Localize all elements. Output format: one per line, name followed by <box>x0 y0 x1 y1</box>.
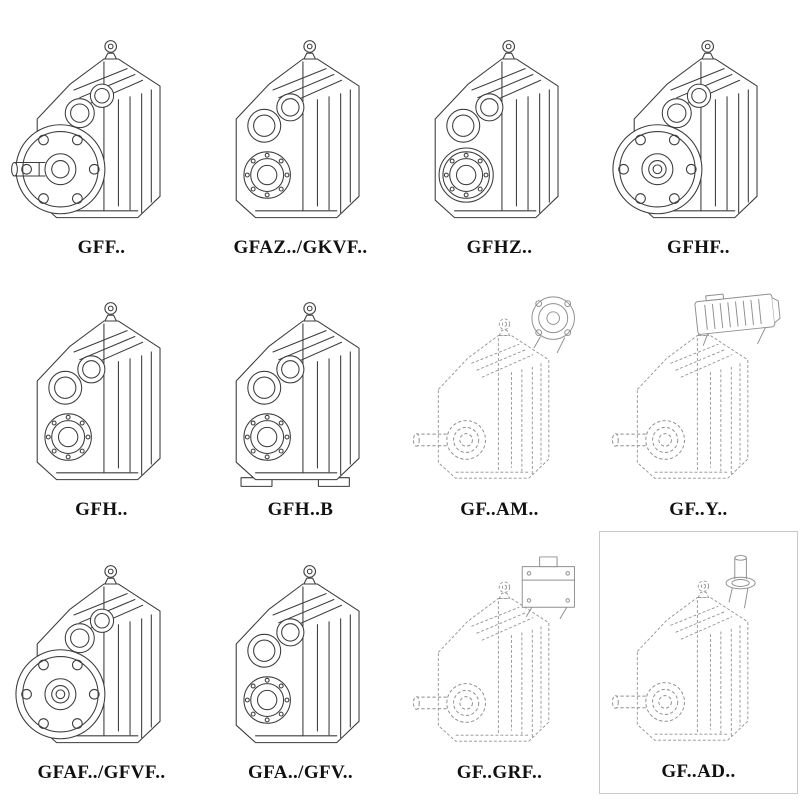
catalog-cell-gfaf-gfvf: GFAF../GFVF.. <box>2 531 201 794</box>
gearbox-flange-hollow-drawing <box>607 30 791 235</box>
gearbox-shrink-disc-drawing <box>408 30 592 235</box>
catalog-cell-gf-am: GF..AM.. <box>400 269 599 532</box>
gearbox-hollow-shaft-drawing <box>209 555 393 760</box>
input-shaft-adapter-icon <box>725 555 756 609</box>
gearbox-with-motor-drawing <box>607 293 781 497</box>
adapter-housing-icon <box>521 556 575 620</box>
gearbox-motor-adapter-flange-drawing <box>408 296 575 497</box>
model-label: GF..AM.. <box>460 499 539 521</box>
model-label: GF..GRF.. <box>456 761 543 783</box>
catalog-cell-gf-ad: GF..AD.. <box>599 531 798 794</box>
gearbox-input-shaft-adapter-drawing <box>607 555 756 759</box>
catalog-cell-gff: GFF.. <box>2 6 201 269</box>
catalog-cell-gfh: GFH.. <box>2 269 201 532</box>
model-label: GFAF../GFVF.. <box>37 761 166 783</box>
model-label: GFF.. <box>77 236 126 258</box>
catalog-cell-gfa-gfv: GFA../GFV.. <box>201 531 400 794</box>
model-label: GF..Y.. <box>669 499 728 521</box>
gearbox-flange-solid-shaft-drawing <box>10 30 194 235</box>
model-label: GFHZ.. <box>466 236 533 258</box>
electric-motor-icon <box>693 293 781 347</box>
catalog-cell-gfhz: GFHZ.. <box>400 6 599 269</box>
gearbox-hollow-shaft-drawing <box>209 30 393 235</box>
model-label: GFA../GFV.. <box>247 761 354 783</box>
gearbox-hollow-shaft-drawing <box>10 292 194 497</box>
model-label: GFH..B <box>267 499 334 521</box>
model-label: GF..AD.. <box>661 760 736 782</box>
model-label: GFH.. <box>75 499 128 521</box>
input-flange-adapter-icon <box>530 296 575 354</box>
catalog-cell-gf-grf: GF..GRF.. <box>400 531 599 794</box>
gearbox-adapter-housing-drawing <box>408 556 575 760</box>
catalog-cell-gfhf: GFHF.. <box>599 6 798 269</box>
catalog-cell-gfaz-gkvf: GFAZ../GKVF.. <box>201 6 400 269</box>
catalog-cell-gfh-b: GFH..B <box>201 269 400 532</box>
model-label: GFAZ../GKVF.. <box>233 236 368 258</box>
model-label: GFHF.. <box>667 236 730 258</box>
gearbox-flange-hollow-drawing <box>10 555 194 760</box>
gearbox-foot-mounted-drawing <box>209 292 393 497</box>
catalog-cell-gf-y: GF..Y.. <box>599 269 798 532</box>
